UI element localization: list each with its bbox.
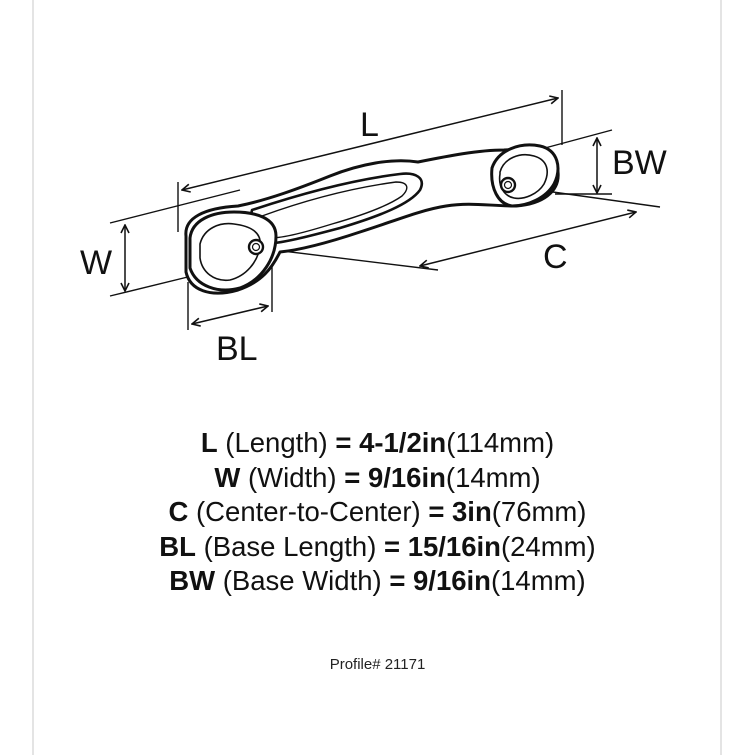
- spec-metric: (114mm): [446, 427, 555, 458]
- spec-center-to-center: C (Center-to-Center) = 3in(76mm): [0, 495, 755, 530]
- spec-metric: (76mm): [491, 496, 587, 527]
- label-bw: BW: [612, 144, 667, 182]
- ext-line-w-top: [109, 189, 241, 224]
- dimension-lines: [125, 98, 636, 324]
- spec-width: W (Width) = 9/16in(14mm): [0, 461, 755, 496]
- profile-number: Profile# 21171: [329, 656, 426, 673]
- spec-value: 4-1/2in: [359, 427, 447, 458]
- spec-value: 9/16in: [367, 461, 446, 493]
- handle-dimension-diagram: [109, 90, 661, 330]
- label-bl: BL: [216, 330, 258, 368]
- ext-line-w-bottom: [109, 273, 201, 297]
- spec-metric: (24mm): [500, 530, 596, 562]
- handle-body: [184, 148, 560, 295]
- spec-desc: (Base Length): [203, 530, 377, 562]
- left-border-line: [32, 0, 34, 755]
- spec-desc: (Center-to-Center): [196, 496, 421, 527]
- spec-value: 3in: [452, 496, 492, 527]
- spec-key: W: [214, 461, 241, 493]
- dim-line-c: [420, 212, 636, 266]
- label-w: W: [80, 244, 113, 282]
- spec-desc: (Width): [247, 461, 337, 493]
- dim-line-l: [182, 98, 558, 190]
- spec-eq: =: [389, 565, 406, 596]
- cabinet-pull-handle: [184, 143, 560, 295]
- left-screw-hole: [247, 238, 265, 256]
- spec-eq: =: [335, 427, 352, 458]
- spec-eq: =: [428, 496, 445, 527]
- spec-base-width: BW (Base Width) = 9/16in(14mm): [0, 564, 755, 599]
- spec-value: 15/16in: [407, 530, 501, 562]
- right-screw-hole: [499, 176, 517, 194]
- spec-base-length: BL (Base Length) = 15/16in(24mm): [0, 530, 755, 565]
- label-c: C: [543, 238, 568, 276]
- ext-line-bw-top: [544, 129, 613, 149]
- spec-value: 9/16in: [413, 565, 491, 596]
- spec-eq: =: [384, 530, 401, 562]
- right-border-line: [720, 0, 722, 755]
- spec-key: L: [200, 427, 218, 458]
- label-l: L: [360, 106, 379, 144]
- spec-desc: (Length): [225, 427, 328, 458]
- spec-eq: =: [344, 461, 361, 493]
- spec-metric: (14mm): [490, 565, 586, 596]
- dim-line-bl: [192, 306, 268, 324]
- spec-key: C: [168, 496, 189, 527]
- spec-length: L (Length) = 4-1/2in(114mm): [0, 426, 755, 461]
- spec-metric: (14mm): [445, 461, 541, 493]
- specifications-list: L (Length) = 4-1/2in(114mm) W (Width) = …: [0, 426, 755, 599]
- spec-key: BW: [169, 565, 216, 596]
- spec-desc: (Base Width): [222, 565, 382, 596]
- spec-key: BL: [159, 530, 196, 562]
- extension-lines: [109, 90, 661, 330]
